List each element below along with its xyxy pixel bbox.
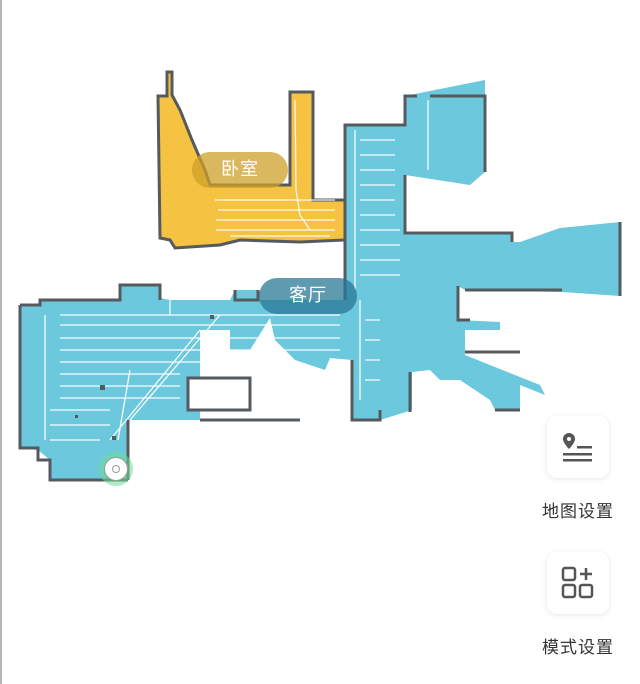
map-settings-button[interactable]	[547, 416, 609, 478]
room-label-living-room[interactable]: 客厅	[259, 278, 357, 314]
mode-settings-button[interactable]	[547, 552, 609, 614]
robot-vacuum-icon	[99, 452, 133, 486]
mode-settings-label: 模式设置	[542, 638, 614, 658]
map-settings-label: 地图设置	[542, 502, 614, 522]
map-pin-list-icon	[563, 433, 592, 462]
left-edge-divider	[0, 0, 2, 684]
room-label-bedroom[interactable]: 卧室	[192, 152, 288, 188]
grid-plus-icon	[561, 566, 594, 599]
room-bedroom[interactable]	[156, 70, 347, 250]
room-living[interactable]	[18, 80, 622, 482]
